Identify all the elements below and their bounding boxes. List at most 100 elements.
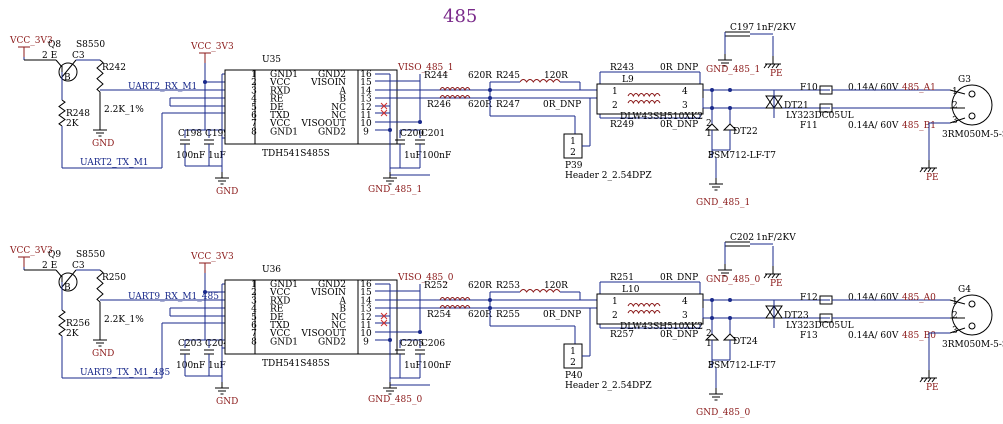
pe-ground-symbol (767, 273, 772, 279)
capacitor-value: 1uF (404, 151, 422, 161)
pin-name: VISOOUT (300, 119, 346, 129)
pe-ground-symbol (927, 167, 932, 173)
resistor-value: 2K (66, 119, 79, 129)
transistor-symbol (61, 269, 77, 288)
pin-name: RE (270, 305, 283, 315)
ground-label-iso: GND_485_1 (696, 198, 750, 208)
rj-connector (951, 294, 993, 336)
resistor-value: 2.2K_1% (104, 105, 144, 115)
pin-number: 5 (251, 103, 257, 113)
ground-label: GND (92, 139, 114, 149)
pin-name: NC (331, 313, 346, 323)
pin-number: 13 (360, 305, 372, 315)
pin-name: VCC (269, 329, 290, 339)
resistor-ref: R248 (66, 109, 90, 119)
schematic-title: 485 (443, 6, 477, 27)
pe-ground-symbol (919, 377, 924, 383)
choke-pin-number: 2 (612, 311, 618, 321)
connector-pin-number: 2 (952, 101, 958, 111)
pin-number: 1 (251, 280, 257, 290)
pin-number: 10 (360, 329, 372, 339)
pin-name: GND2 (318, 70, 346, 80)
transceiver-chip (224, 69, 398, 145)
transistor-pin-label: 2 E (42, 51, 57, 61)
resistor-ref: R254 (427, 310, 451, 320)
choke-pin-number: 2 (612, 101, 618, 111)
bias-resistor (96, 59, 104, 93)
net-label-tx: UART2_TX_M1 (80, 158, 149, 168)
ground-label-iso: GND_485_1 (368, 185, 422, 195)
resistor-value: 620R (468, 310, 492, 320)
fuse-value: 0.14A/ 60V (848, 331, 899, 341)
fuse-ref: F13 (800, 331, 818, 341)
tvs-ref: DT23 (784, 311, 809, 321)
series-resistor (439, 95, 471, 100)
transistor-part: S8550 (76, 250, 105, 260)
net-label-b: 485_B0 (902, 331, 936, 341)
connector-pin-number: 1 (952, 87, 958, 97)
pin-name: VCC (269, 288, 290, 298)
resistor-ref: R250 (102, 273, 126, 283)
common-mode-choke (596, 293, 704, 325)
pe-ground-symbol (771, 63, 776, 69)
choke-pin-number: 3 (682, 101, 688, 111)
series-resistor (439, 297, 471, 302)
choke-coil (627, 303, 661, 308)
transistor-symbol (58, 62, 78, 82)
choke-ref: L10 (622, 285, 640, 295)
transistor-symbol (61, 59, 77, 78)
header-pin-number: 2 (570, 148, 576, 158)
pin-number: 13 (360, 95, 372, 105)
pin-number: 7 (251, 119, 257, 129)
resistor-ref: R251 (610, 273, 634, 283)
pin-name: TXD (270, 111, 290, 121)
capacitor-value: 1uF (208, 361, 226, 371)
capacitor-ref: C201 (421, 129, 445, 139)
capacitor-ref: C203 (178, 339, 202, 349)
resistor-ref: R246 (427, 100, 451, 110)
connector-pin (968, 112, 976, 120)
pin-name: RXD (270, 86, 290, 96)
series-resistor (439, 87, 471, 92)
capacitor-value: 1nF/2KV (756, 233, 796, 243)
net-label-rx: UART2_RX_M1 (128, 82, 197, 92)
termination-resistor (519, 289, 561, 293)
resistor-ref: R256 (66, 319, 90, 329)
connector-pin (968, 90, 976, 98)
transistor-symbol (55, 269, 63, 278)
tvs-pin-number: 2 (706, 329, 712, 339)
capacitor-ref: C199 (205, 129, 229, 139)
pin-name: GND2 (318, 337, 346, 347)
vcc-label: VCC_3V3 (190, 42, 234, 52)
vcc-label: VCC_3V3 (9, 36, 53, 46)
junction-dot (388, 128, 392, 132)
capacitor-ref: C206 (421, 339, 445, 349)
chip-part-number: TDH541S485S (262, 149, 330, 159)
pe-ground-symbol (919, 167, 924, 173)
pe-ground-symbol (767, 63, 772, 69)
capacitor-ref: C197 (730, 23, 754, 33)
resistor-value: 0R_DNP (660, 63, 698, 73)
transistor-ref: Q9 (48, 250, 61, 260)
resistor-ref: R245 (496, 71, 520, 81)
capacitor-ref: C198 (178, 129, 202, 139)
header-pin-number: 2 (570, 358, 576, 368)
fuse-value: 0.14A/ 60V (848, 293, 899, 303)
pe-ground-symbol (763, 273, 768, 279)
pin-number: 4 (251, 95, 257, 105)
capacitor-value: 1uF (208, 151, 226, 161)
pe-label: PE (926, 173, 939, 183)
resistor-ref: R247 (496, 100, 520, 110)
capacitor-value: 100nF (176, 151, 205, 161)
choke-pin-number: 4 (682, 87, 688, 97)
ground-label-iso: GND_485_0 (706, 275, 760, 285)
tvs-pin-number: 2 (706, 119, 712, 129)
pin-name: GND2 (318, 127, 346, 137)
choke-part-number: DLW43SH510XK2 (620, 112, 703, 122)
pin-number: 14 (360, 86, 372, 96)
pin-number: 12 (360, 103, 371, 113)
pe-label: PE (926, 383, 939, 393)
pin-name: NC (331, 103, 346, 113)
capacitor-ref: C202 (730, 233, 754, 243)
capacitor-value: 100nF (422, 361, 451, 371)
